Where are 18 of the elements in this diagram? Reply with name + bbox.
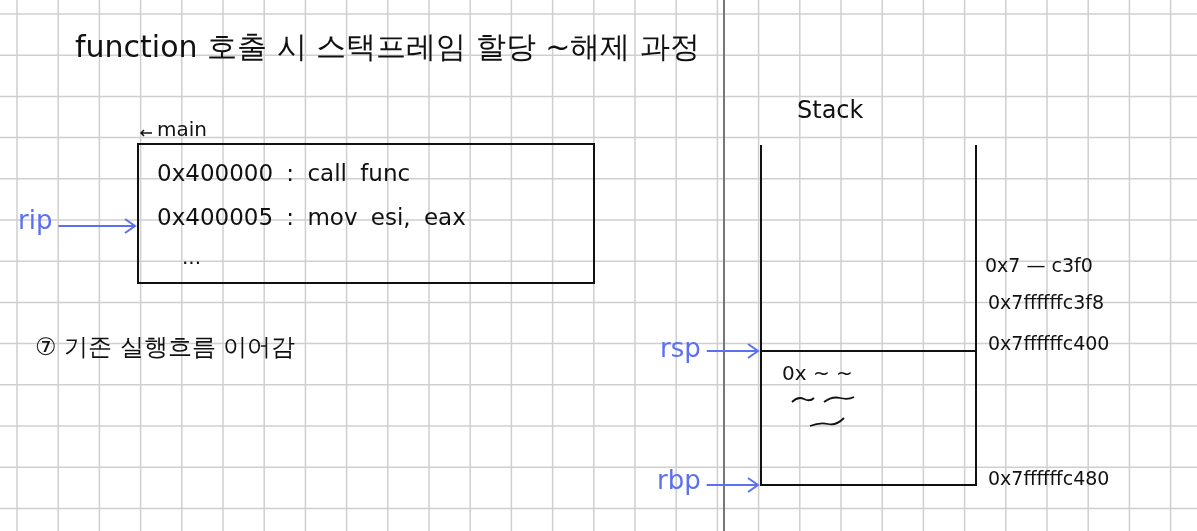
ellipsis: ...	[182, 246, 202, 269]
address-label: 0x7ffffffc400	[988, 333, 1110, 355]
arrow	[57, 218, 136, 234]
code-line: 0x400005 : mov esi, eax	[157, 204, 466, 231]
register-label: rsp	[660, 334, 701, 364]
heading: main	[157, 118, 207, 141]
address-label: 0x7 — c3f0	[985, 255, 1093, 277]
address-label: 0x7ffffffc3f8	[988, 292, 1104, 314]
frame-text: 0x ~ ~	[782, 362, 853, 385]
arrow	[705, 477, 759, 493]
title: function 호출 시 스택프레임 할당 ~해제 과정	[75, 30, 700, 65]
register-label: rbp	[657, 466, 701, 496]
register-label: rip	[18, 206, 53, 236]
heading: Stack	[797, 97, 864, 125]
step-note: ⑦ 기존 실행흐름 이어감	[35, 334, 296, 362]
address-label: 0x7ffffffc480	[988, 468, 1110, 490]
arrow	[705, 343, 759, 359]
code-line: 0x400000 : call func	[157, 160, 411, 187]
